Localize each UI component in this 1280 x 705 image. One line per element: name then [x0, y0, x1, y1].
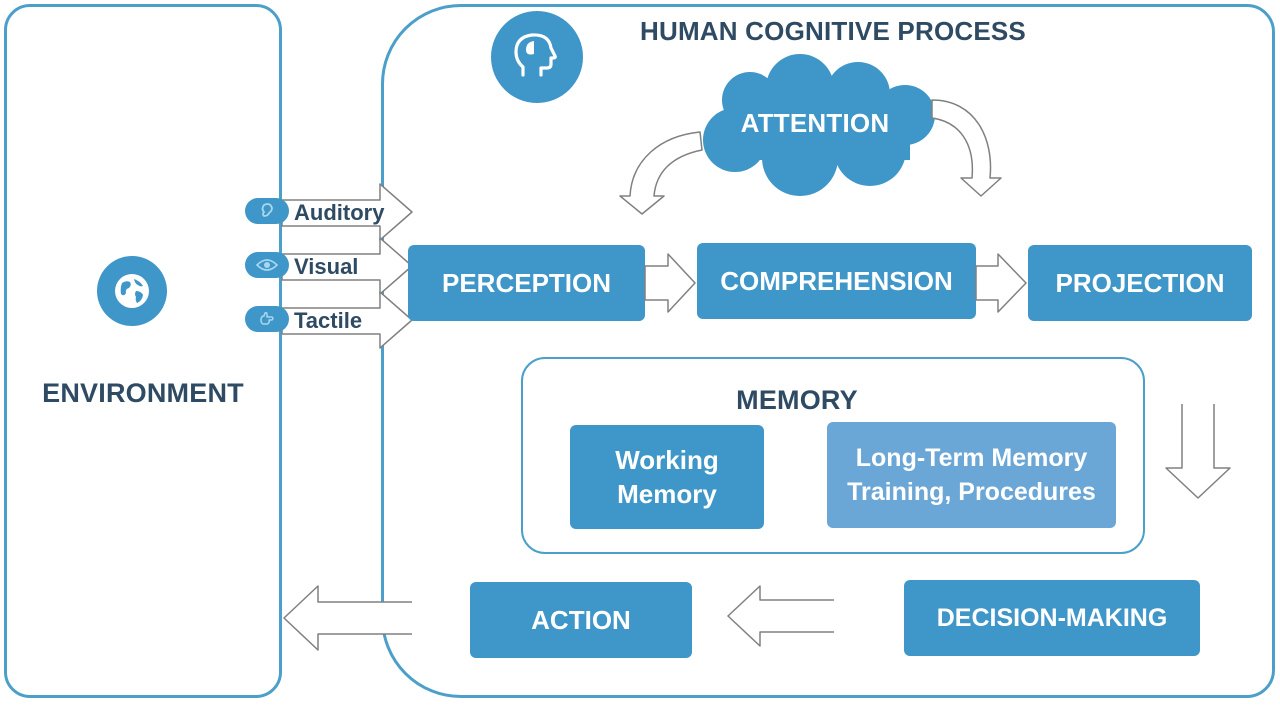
long-term-memory-box: Long-Term Memory Training, Procedures — [827, 422, 1116, 528]
memory-title: MEMORY — [736, 385, 858, 415]
sense-label-visual: Visual — [294, 254, 359, 279]
long-term-memory-line1: Long-Term Memory — [855, 444, 1088, 472]
long-term-memory-line2: Training, Procedures — [847, 478, 1096, 506]
working-memory-line1: Working — [615, 445, 719, 475]
attention-label: ATTENTION — [740, 108, 890, 138]
sense-label-tactile: Tactile — [294, 308, 363, 333]
head-icon — [491, 11, 583, 103]
globe-icon — [97, 256, 167, 326]
hand-icon — [245, 306, 289, 332]
decision-making-box: DECISION-MAKING — [904, 580, 1200, 656]
projection-box: PROJECTION — [1028, 245, 1252, 321]
eye-icon — [245, 252, 289, 278]
ear-icon — [245, 198, 289, 224]
working-memory-line2: Memory — [617, 479, 717, 509]
sense-label-auditory: Auditory — [294, 200, 385, 225]
comprehension-box: COMPREHENSION — [697, 243, 976, 319]
action-box: ACTION — [470, 582, 692, 658]
environment-title: ENVIRONMENT — [42, 378, 244, 408]
perception-box: PERCEPTION — [408, 245, 645, 321]
environment-panel — [4, 4, 282, 698]
cognitive-process-title: HUMAN COGNITIVE PROCESS — [640, 16, 1026, 46]
working-memory-box: Working Memory — [570, 425, 764, 529]
